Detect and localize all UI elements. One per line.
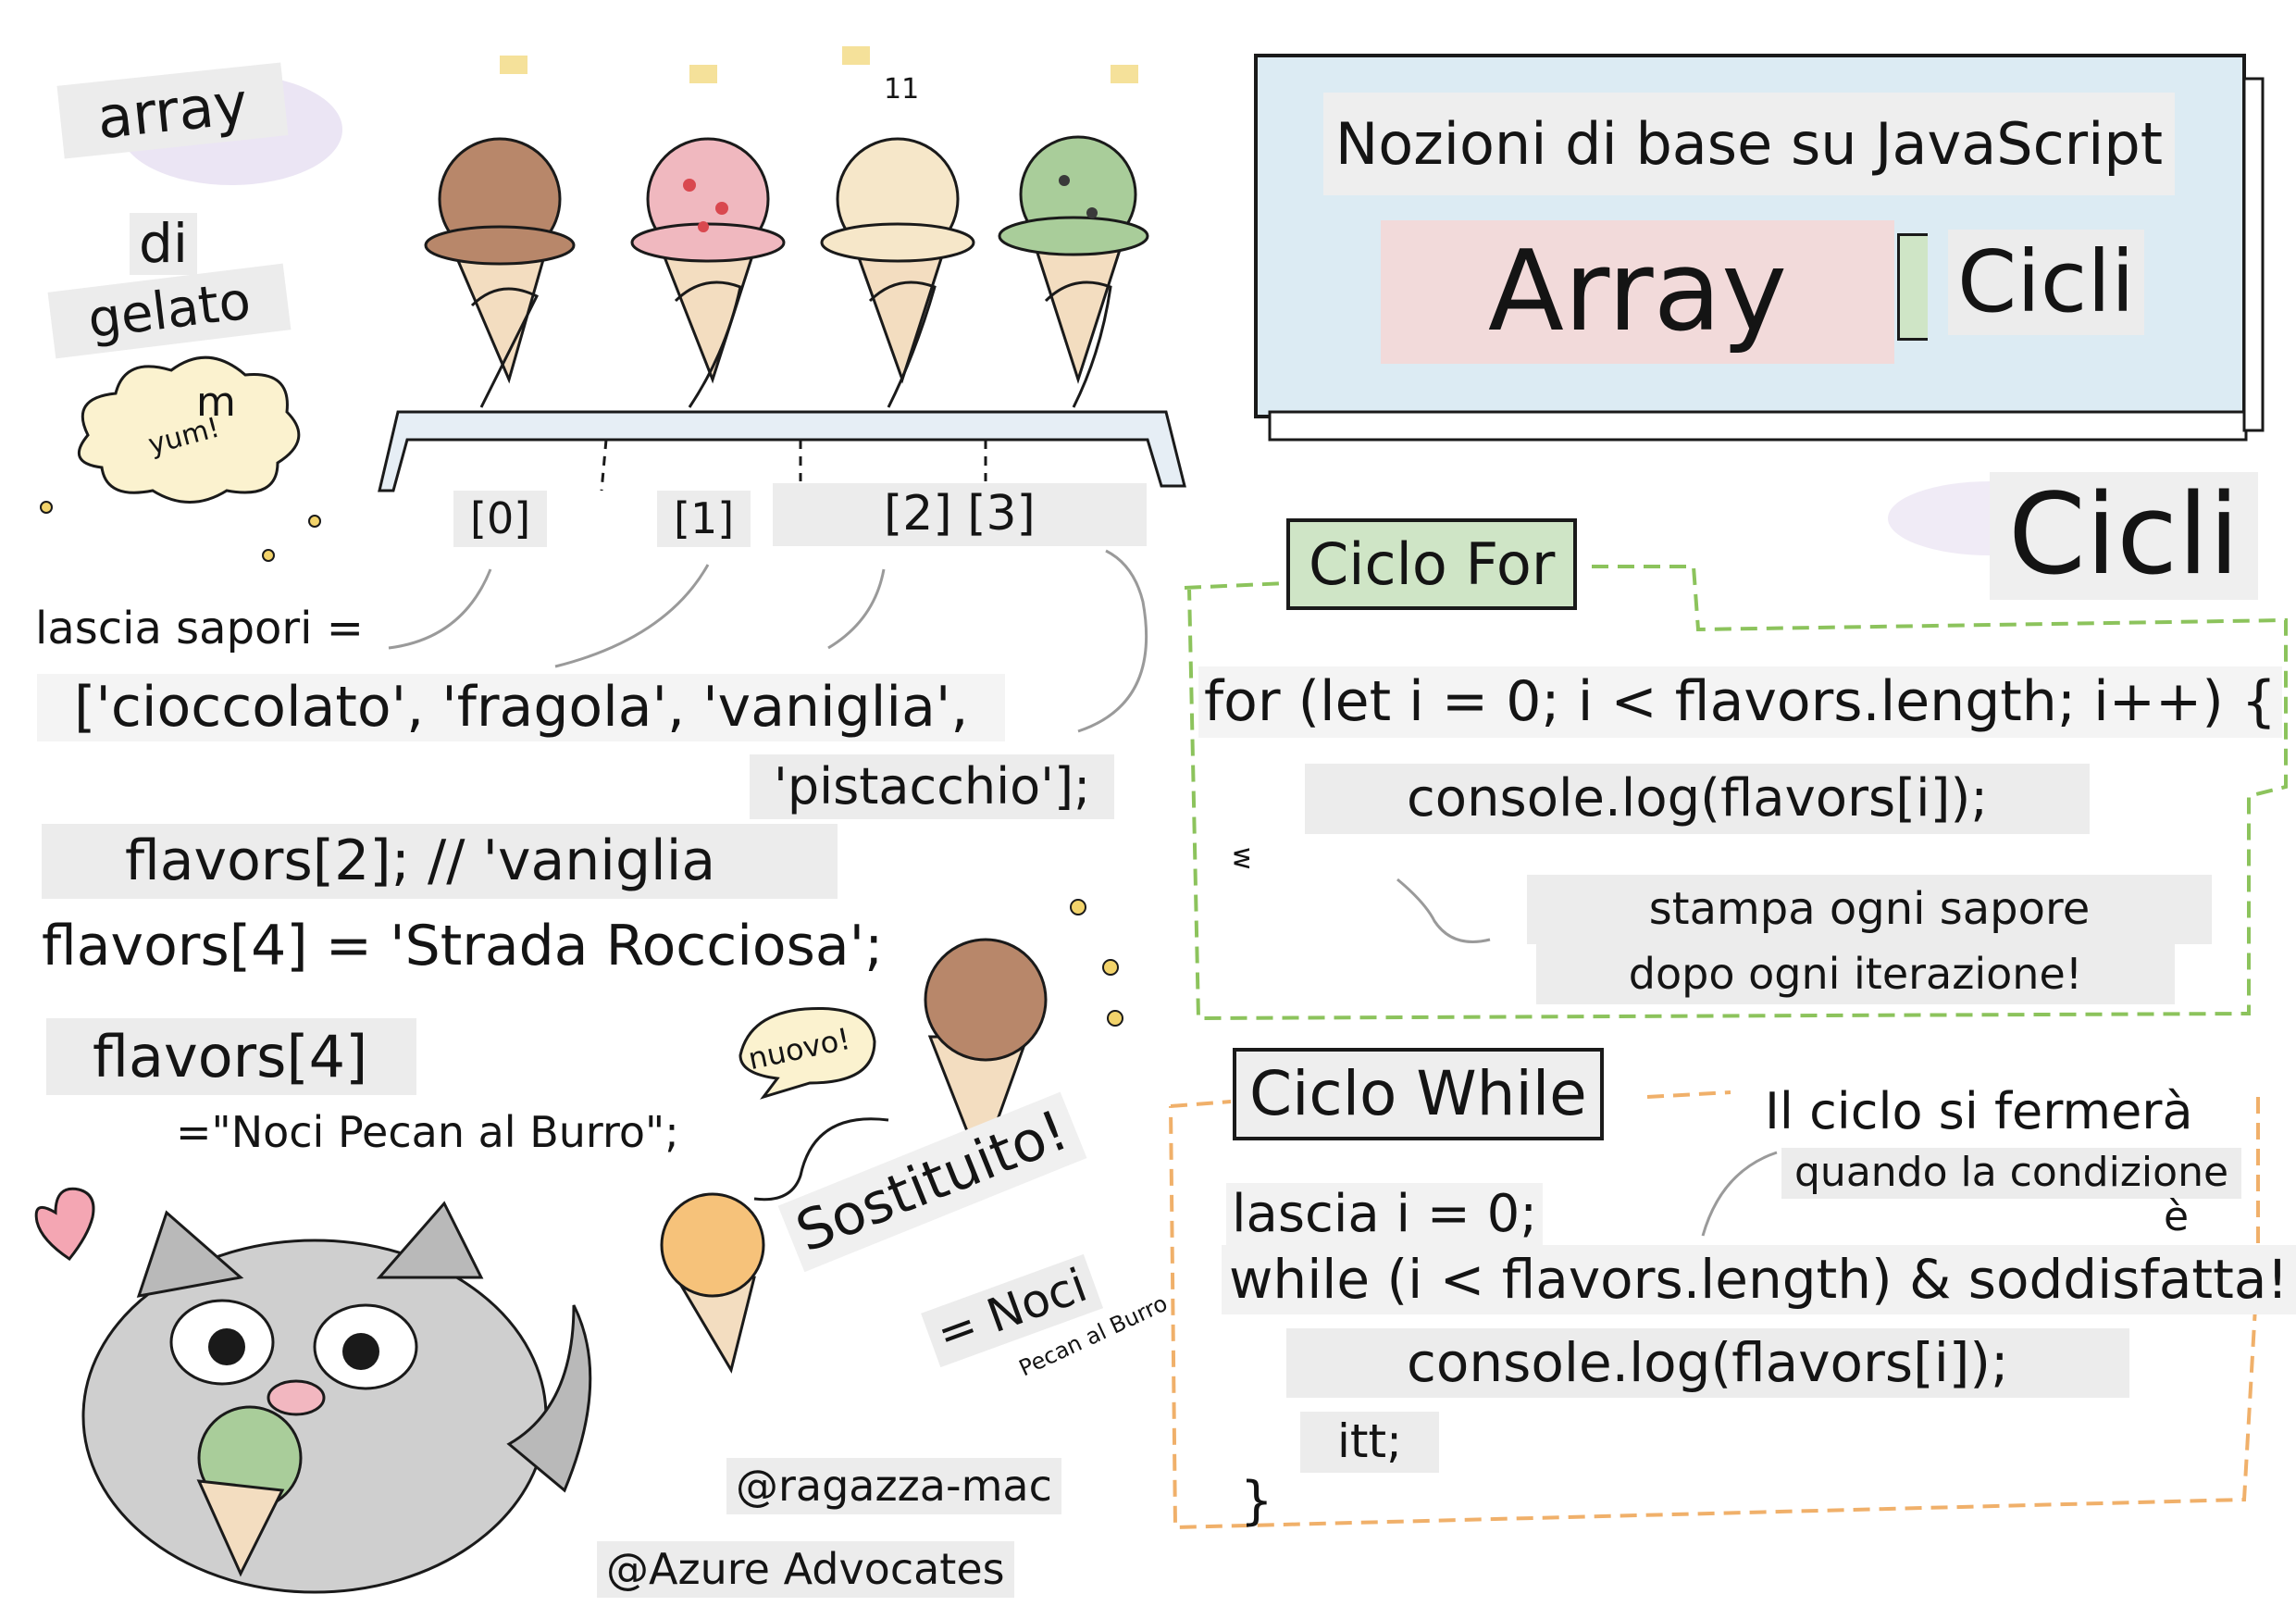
new-ice-cream-icon xyxy=(924,938,1048,1171)
credit-team: @Azure Advocates xyxy=(597,1541,1014,1598)
title-line-di: di xyxy=(130,213,197,275)
for-loop-body: console.log(flavors[i]); xyxy=(1305,764,2091,835)
while-loop-box xyxy=(1169,1090,2260,1530)
for-loop-marker: w xyxy=(1226,846,1260,870)
while-cond-line: while (i < flavors.length) & soddisfatta… xyxy=(1222,1245,2296,1314)
butter-line: ="Noci Pecan al Burro"; xyxy=(167,1106,689,1159)
loops-heading: Cicli xyxy=(1990,472,2258,600)
header-title-array: Array xyxy=(1381,220,1894,364)
array-line-1: ['cioccolato', 'fragola', 'vaniglia', xyxy=(37,674,1006,741)
header-bracket xyxy=(1897,233,1928,341)
array-line-2: 'pistacchio']; xyxy=(750,754,1115,820)
arrow-icon xyxy=(1396,878,1491,943)
while-close-brace: } xyxy=(1240,1471,1273,1531)
index-1: [1] xyxy=(657,491,751,547)
assign-line: flavors[4] = 'Strada Rocciosa'; xyxy=(42,914,884,978)
header-title-loops: Cicli xyxy=(1948,230,2144,335)
header-subtitle: Nozioni di base su JavaScript xyxy=(1323,93,2175,196)
for-loop-label: Ciclo For xyxy=(1286,518,1578,611)
chocolate-ice-cream-icon xyxy=(424,137,576,408)
arrow-icon xyxy=(554,564,710,668)
while-loop-note-2: quando la condizione xyxy=(1781,1148,2242,1199)
for-loop-box xyxy=(1184,565,2288,1021)
strawberry-ice-cream-icon xyxy=(630,137,786,408)
heart-icon xyxy=(34,1187,95,1262)
flavors4-line: flavors[4] xyxy=(46,1018,416,1096)
credit-author: @ragazza-mac xyxy=(726,1458,1061,1514)
while-body-line: console.log(flavors[i]); xyxy=(1286,1328,2129,1398)
while-incr-line: itt; xyxy=(1300,1412,1439,1473)
while-loop-note-1: Il ciclo si fermerà xyxy=(1754,1081,2204,1143)
index-2-3: [2] [3] xyxy=(773,483,1147,546)
while-loop-note-3: è xyxy=(2164,1193,2190,1240)
pistachio-ice-cream-icon xyxy=(998,135,1149,408)
for-loop-note-1: stampa ogni sapore xyxy=(1527,875,2212,945)
arrow-icon xyxy=(388,568,492,650)
arrow-icon xyxy=(753,1117,889,1202)
for-loop-line: for (let i = 0; i < flavors.length; i++)… xyxy=(1198,666,2282,738)
vanilla-ice-cream-icon xyxy=(820,137,975,408)
let-line: lascia sapori = xyxy=(35,603,364,654)
arrow-icon xyxy=(1077,549,1148,733)
speech-bubble-icon xyxy=(738,1006,876,1100)
while-let-line: lascia i = 0; xyxy=(1226,1183,1544,1247)
arrow-icon xyxy=(827,568,886,650)
yum-bubble-top: m xyxy=(196,379,236,426)
yum-cloud-icon xyxy=(78,355,301,504)
falling-ice-cream-icon xyxy=(660,1192,765,1374)
top-number: 11 xyxy=(884,73,920,106)
arrow-icon xyxy=(1701,1151,1778,1237)
while-loop-label: Ciclo While xyxy=(1233,1048,1604,1140)
raccoon-icon xyxy=(81,1201,592,1594)
index-0: [0] xyxy=(453,491,548,547)
cone-rack-icon xyxy=(378,410,1186,492)
for-loop-note-2: dopo ogni iterazione! xyxy=(1536,944,2175,1004)
access-line: flavors[2]; // 'vaniglia xyxy=(42,824,838,899)
